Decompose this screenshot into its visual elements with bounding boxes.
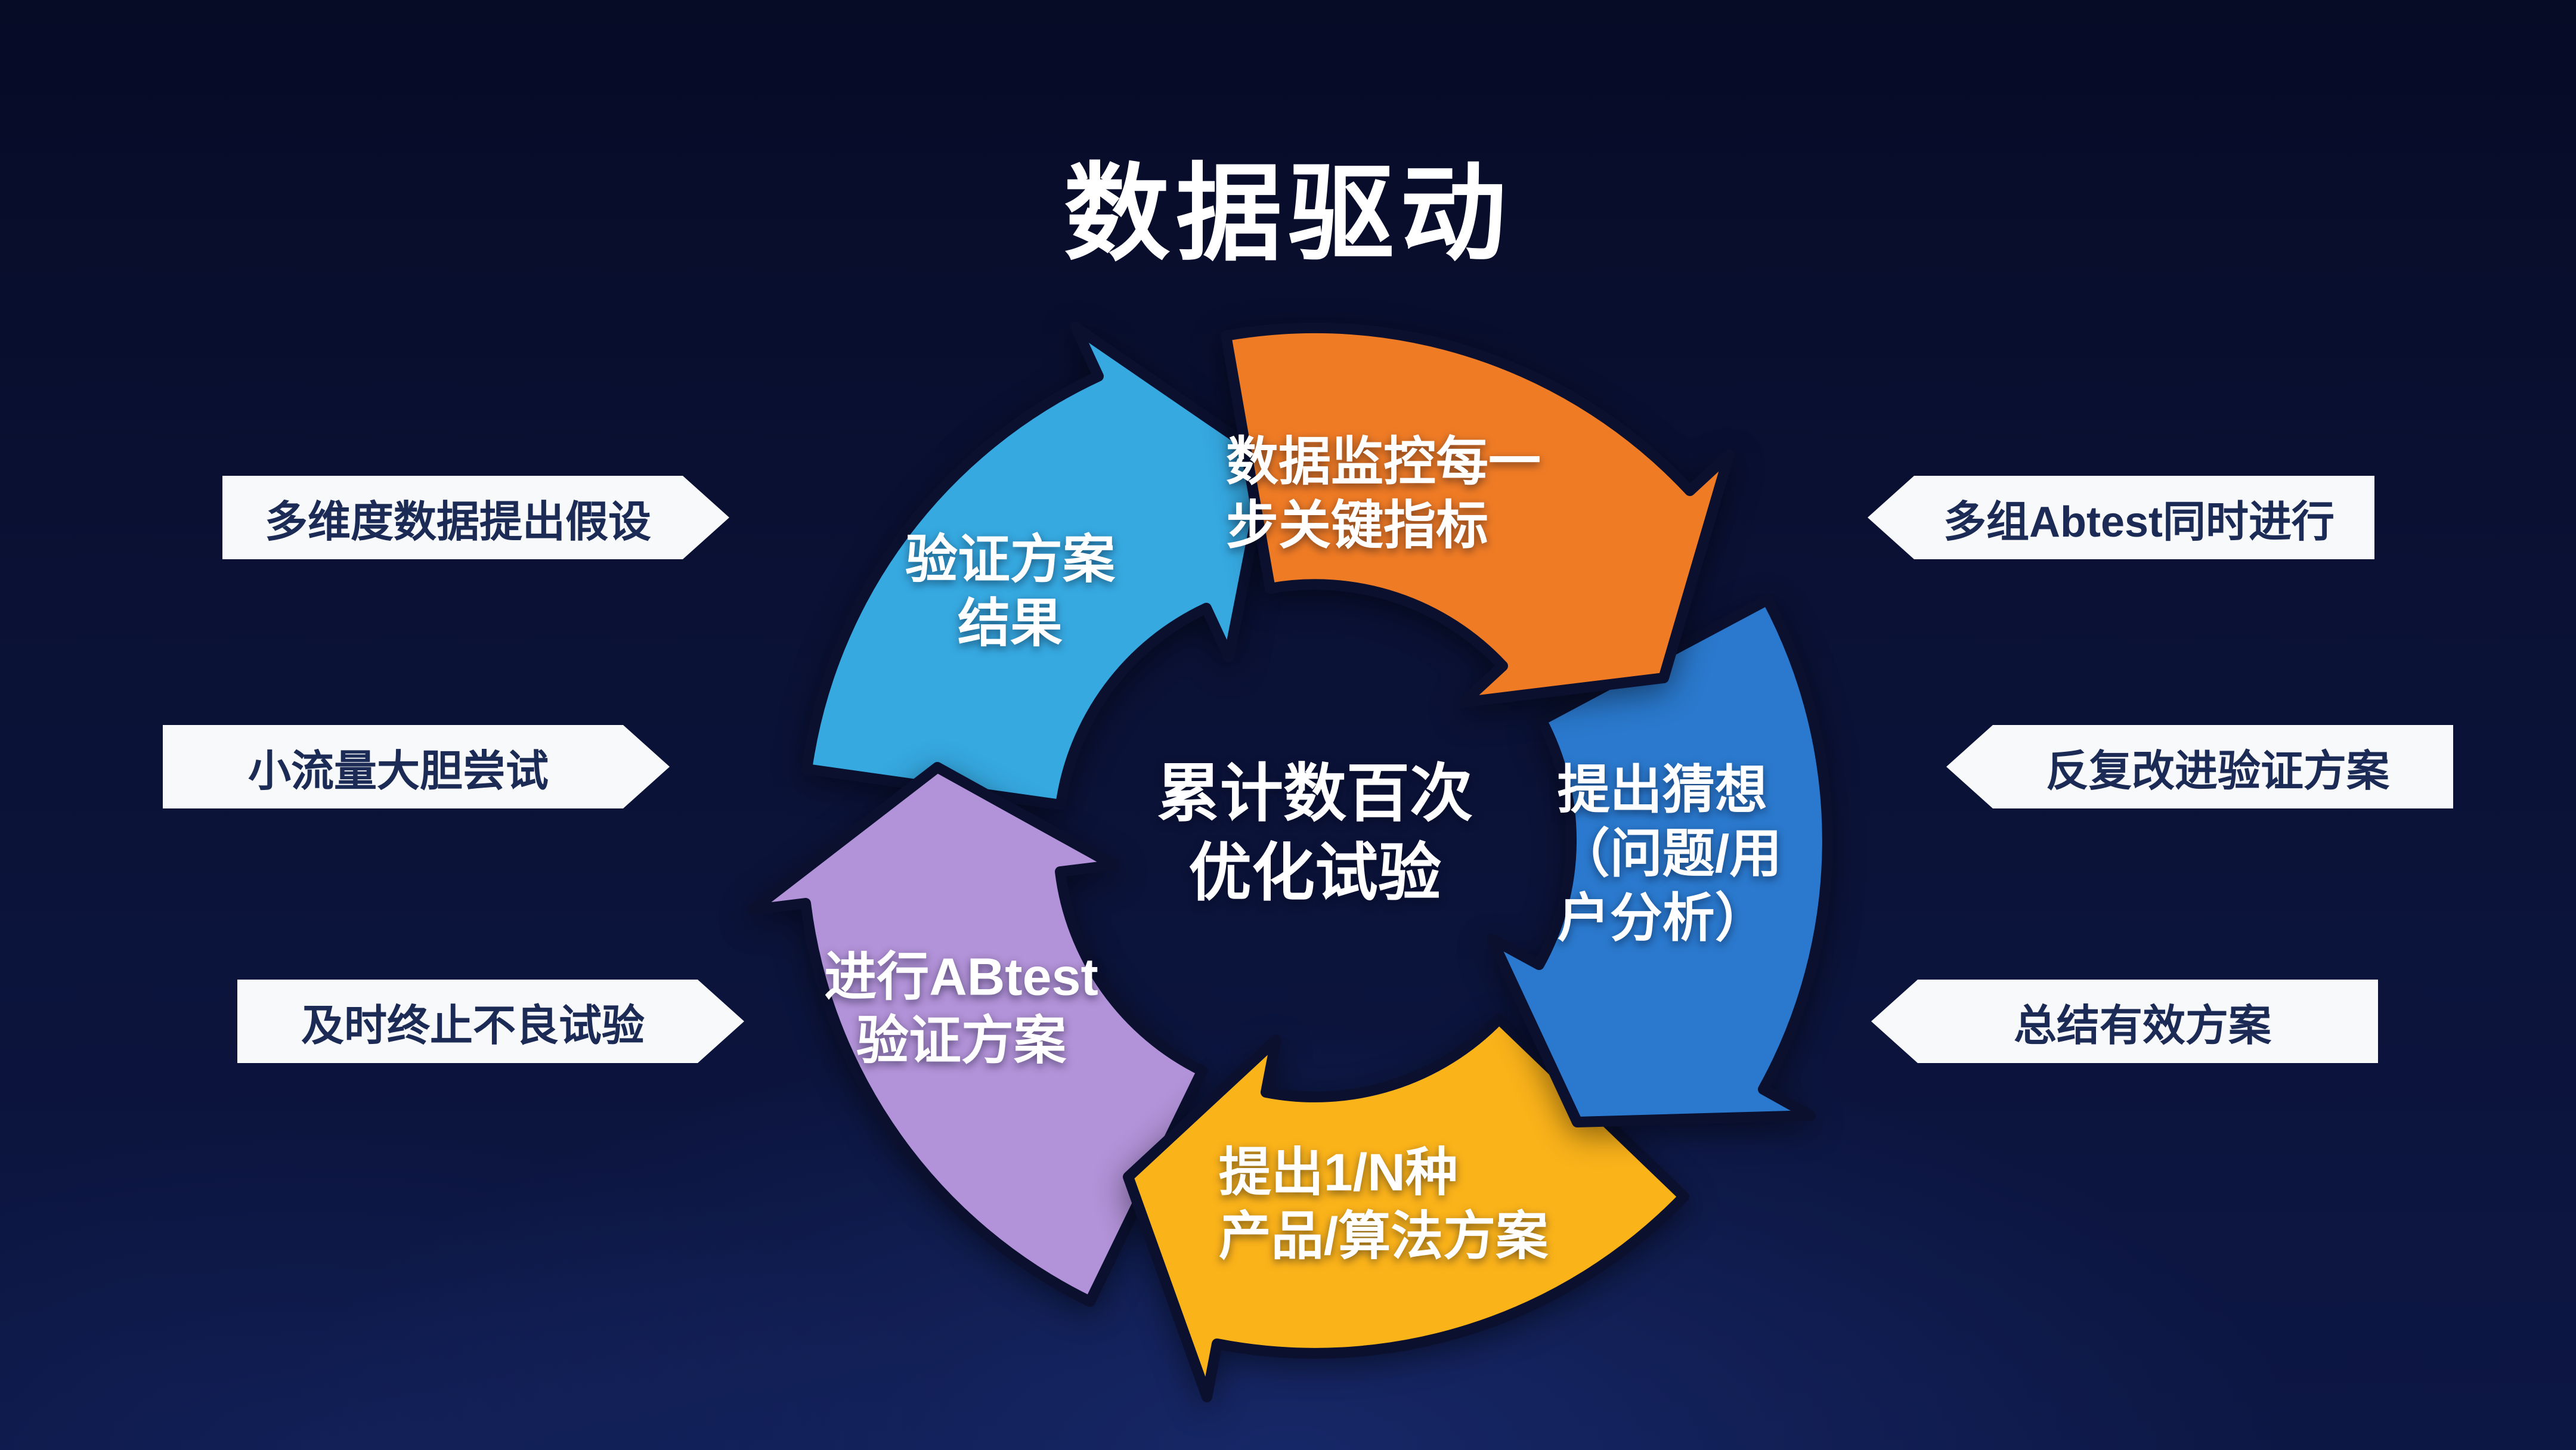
- cycle-label-line: 结果: [957, 594, 1063, 653]
- cycle-arrow-abtest: [747, 762, 1208, 1307]
- cycle-label-solutions: 提出1/N种 产品/算法方案: [1219, 1141, 1548, 1269]
- cycle-label-line: 验证方案: [856, 1011, 1067, 1070]
- left-banner-1-label: 多维度数据提出假设: [264, 498, 651, 546]
- cycle-arrow-verify-result: [801, 322, 1273, 810]
- left-banner-2-label: 小流量大胆尝试: [247, 747, 549, 795]
- left-banner-2: 小流量大胆尝试: [163, 725, 670, 808]
- diagram-title: 数据驱动: [1064, 154, 1512, 273]
- cycle-center-text: 累计数百次 优化试验: [1157, 755, 1473, 913]
- cycle-label-line: 数据监控每一: [1225, 432, 1541, 491]
- cycle-label-line: （问题/用: [1557, 824, 1782, 884]
- cycle-arrow-solutions: [1123, 1014, 1689, 1402]
- right-banner-3: 总结有效方案: [1871, 980, 2378, 1063]
- cycle-label-data-monitor: 数据监控每一 步关键指标: [1226, 430, 1541, 558]
- right-banner-2-label: 反复改进验证方案: [2045, 747, 2389, 795]
- cycle-label-line: 验证方案: [905, 529, 1116, 589]
- right-banner-2: 反复改进验证方案: [1946, 725, 2453, 808]
- right-banner-3-label: 总结有效方案: [2013, 1002, 2271, 1050]
- cycle-label-line: 产品/算法方案: [1218, 1207, 1549, 1266]
- cycle-label-line: 户分析）: [1557, 888, 1767, 947]
- cycle-label-hypothesis: 提出猜想 （问题/用 户分析）: [1558, 758, 1782, 950]
- left-banner-1: 多维度数据提出假设: [222, 476, 729, 559]
- cycle-arrow-data-monitor: [1221, 322, 1735, 708]
- cycle-label-line: 步关键指标: [1225, 496, 1489, 555]
- cycle-label-line: 提出猜想: [1557, 760, 1767, 819]
- left-banner-3: 及时终止不良试验: [237, 980, 744, 1063]
- right-banner-1-label: 多组Abtest同时进行: [1943, 498, 2335, 546]
- cycle-arrow-hypothesis: [1487, 594, 1833, 1127]
- cycle-label-line: 进行ABtest: [824, 947, 1098, 1006]
- center-text-line: 累计数百次: [1157, 758, 1473, 829]
- cycle-label-line: 提出1/N种: [1218, 1142, 1458, 1202]
- center-text-line: 优化试验: [1188, 838, 1441, 908]
- right-banner-1: 多组Abtest同时进行: [1868, 476, 2374, 559]
- cycle-label-verify-result: 验证方案 结果: [905, 528, 1115, 656]
- left-banner-3-label: 及时终止不良试验: [301, 1002, 645, 1050]
- cycle-label-abtest: 进行ABtest 验证方案: [824, 945, 1098, 1073]
